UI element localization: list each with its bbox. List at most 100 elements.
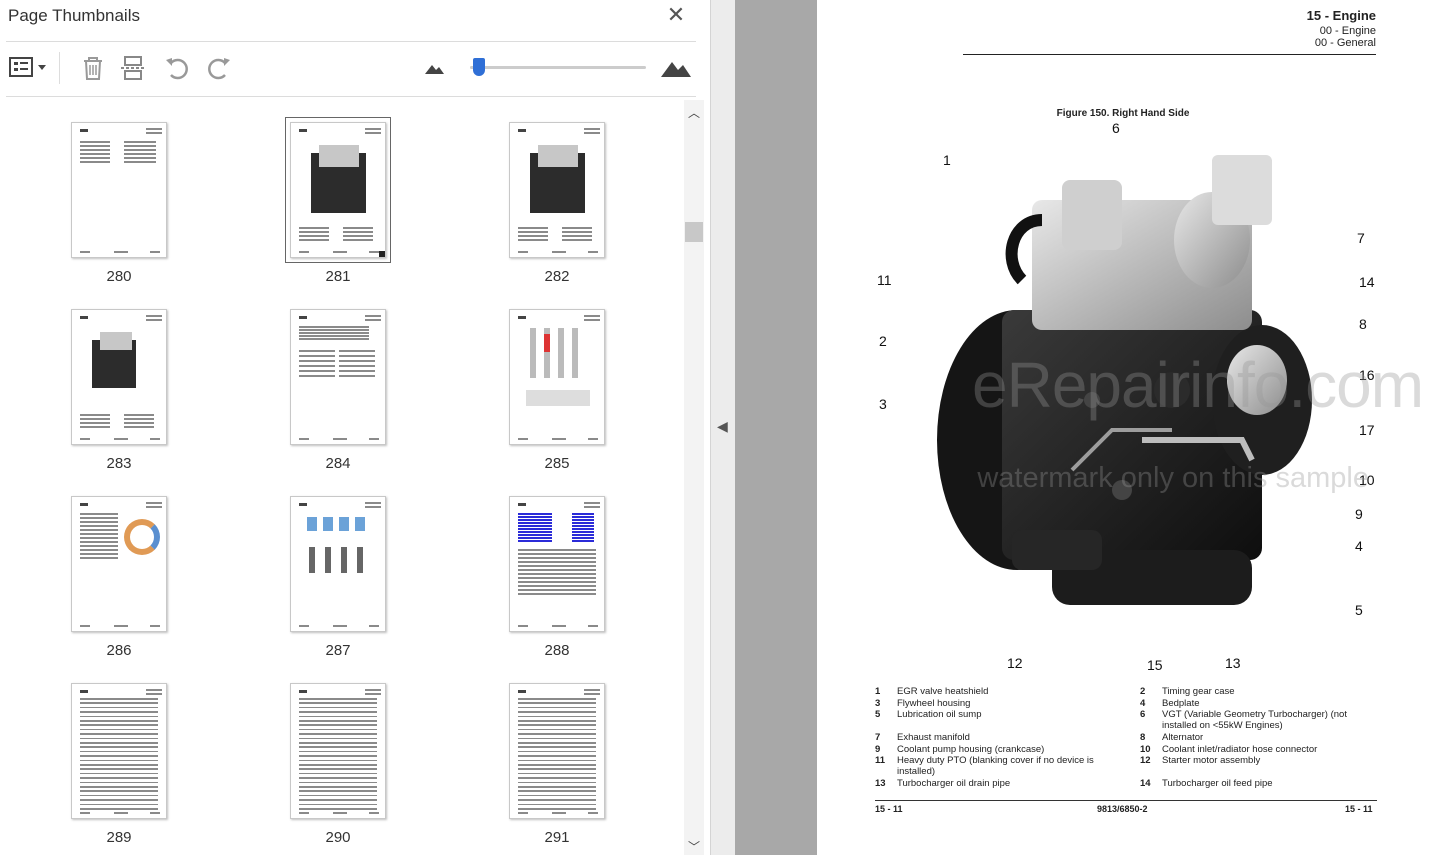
trash-icon [84, 57, 102, 80]
header-section: 00 - Engine [1319, 25, 1376, 37]
figure-callout: 9 [1355, 506, 1363, 522]
scroll-down-button[interactable]: ﹀ [687, 840, 700, 854]
legend-number: 12 [1140, 755, 1151, 766]
thumbnail-item[interactable]: 291 [448, 661, 648, 846]
thumbnail-page-image[interactable] [290, 309, 386, 445]
figure-callout: 6 [1112, 120, 1120, 136]
thumbnail-page-image[interactable] [290, 496, 386, 632]
shrink-thumbnails-button[interactable] [420, 52, 448, 84]
figure-callout: 5 [1355, 602, 1363, 618]
close-panel-button[interactable]: ✕ [666, 2, 686, 27]
collapse-panel-arrow[interactable]: ◀ [717, 418, 728, 434]
figure-callout: 13 [1225, 655, 1241, 671]
legend-number: 2 [1140, 686, 1146, 697]
legend-text: Turbocharger oil feed pipe [1162, 778, 1273, 789]
thumbnail-item[interactable]: 282 [448, 100, 648, 285]
thumbnail-item[interactable]: 287 [229, 474, 429, 659]
extract-pages-button[interactable] [116, 52, 150, 84]
legend-number: 13 [875, 778, 886, 789]
figure-callout: 7 [1357, 230, 1365, 246]
rotate-clockwise-button[interactable] [202, 52, 236, 84]
thumbnail-item[interactable]: 283 [10, 287, 210, 472]
legend-number: 7 [875, 732, 881, 743]
thumbnail-grid: 280 281 282 283 284 285 286 287 288 289 290 291 [0, 100, 684, 855]
thumbnail-page-number: 290 [325, 829, 351, 846]
legend-text: EGR valve heatshield [897, 686, 989, 697]
footer-page-right: 15 - 11 [1345, 804, 1373, 814]
figure-callout: 12 [1007, 655, 1023, 671]
thumbnail-page-number: 280 [106, 268, 132, 285]
thumbnail-page-number: 284 [325, 455, 351, 472]
thumbnail-item[interactable]: 280 [10, 100, 210, 285]
small-mountain-icon [425, 65, 444, 74]
legend-text: Exhaust manifold [897, 732, 970, 743]
figure-callout: 3 [879, 396, 887, 412]
thumbnail-item[interactable]: 290 [229, 661, 429, 846]
thumbnail-page-image[interactable] [71, 309, 167, 445]
legend-entry: 1 EGR valve heatshield [875, 686, 1112, 697]
legend-entry: 7 Exhaust manifold [875, 732, 1112, 743]
panel-splitter[interactable] [711, 0, 735, 855]
scroll-up-button[interactable]: ︿ [687, 106, 700, 120]
legend-text: Bedplate [1162, 697, 1200, 709]
rotate-counterclockwise-button[interactable] [160, 52, 194, 84]
footer-doc-number: 9813/6850-2 [1097, 804, 1148, 814]
thumbnail-size-slider[interactable] [458, 58, 648, 76]
delete-pages-button[interactable] [76, 52, 110, 84]
figure-callout: 17 [1359, 422, 1375, 438]
thumbnail-item[interactable]: 285 [448, 287, 648, 472]
title-divider [6, 41, 696, 42]
thumbnail-page-number: 287 [325, 642, 351, 659]
thumbnail-page-image[interactable] [285, 117, 391, 263]
figure-callout: 16 [1359, 367, 1375, 383]
legend-text: Flywheel housing [897, 697, 971, 709]
rotate-counterclockwise-icon [166, 58, 188, 80]
extract-pages-icon [121, 56, 145, 80]
footer-page-left: 15 - 11 [875, 804, 903, 814]
figure-callout: 2 [879, 333, 887, 349]
toolbar-divider [6, 96, 696, 97]
slider-thumb[interactable] [473, 58, 486, 76]
thumbnail-page-number: 289 [106, 829, 132, 846]
thumbnail-item[interactable]: 289 [10, 661, 210, 846]
scrollbar-thumb[interactable] [685, 222, 703, 242]
rotate-clockwise-icon [208, 58, 230, 80]
thumbnail-item[interactable]: 288 [448, 474, 648, 659]
thumbnail-page-number: 285 [544, 455, 570, 472]
thumbnail-scrollbar[interactable]: ︿ ﹀ [684, 100, 704, 855]
thumbnail-page-image[interactable] [509, 309, 605, 445]
header-chapter: 15 - Engine [1306, 8, 1376, 23]
thumbnail-page-image[interactable] [71, 496, 167, 632]
thumbnail-page-image[interactable] [71, 683, 167, 819]
thumbnail-page-image[interactable] [509, 122, 605, 258]
figure-callout: 15 [1147, 657, 1163, 673]
thumbnail-page-number: 286 [106, 642, 132, 659]
thumbnail-page-number: 281 [325, 268, 351, 285]
header-rule [963, 54, 1376, 55]
legend-number: 1 [875, 686, 881, 697]
legend-number: 11 [875, 755, 886, 766]
slider-track [470, 66, 646, 69]
thumbnail-item[interactable]: 284 [229, 287, 429, 472]
thumbnail-page-image[interactable] [509, 683, 605, 819]
footer-rule [875, 800, 1377, 801]
legend-number: 5 [875, 709, 881, 720]
thumbnail-item[interactable]: 281 [229, 100, 429, 285]
legend-number: 10 [1140, 743, 1151, 755]
thumbnail-options-button[interactable] [6, 52, 50, 84]
figure-callout: 11 [877, 272, 892, 288]
thumbnail-item[interactable]: 286 [10, 474, 210, 659]
thumbnail-page-image[interactable] [509, 496, 605, 632]
thumbnail-page-image[interactable] [290, 683, 386, 819]
thumbnail-page-image[interactable] [71, 122, 167, 258]
enlarge-thumbnails-button[interactable] [658, 52, 694, 84]
watermark-text: eRepairinfo.com [972, 349, 1424, 421]
